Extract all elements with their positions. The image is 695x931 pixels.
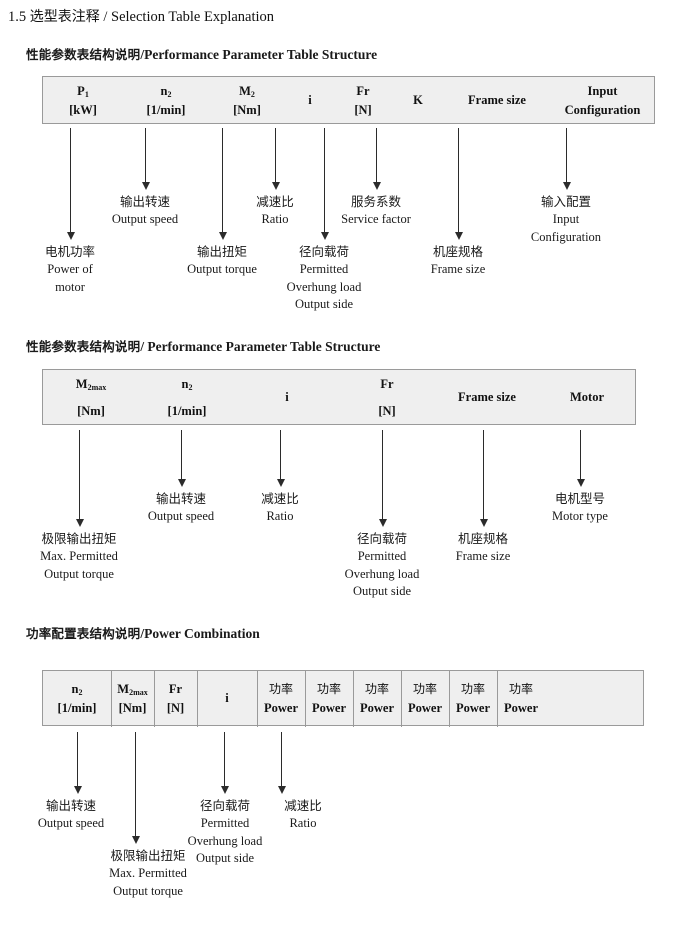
table3-col-power-5: 功率 Power xyxy=(455,682,490,715)
arrow-table2-max-permitted-output-torque xyxy=(75,430,84,527)
subsection-heading-3-sep: / xyxy=(140,626,145,641)
table1-col-frame-size: Frame size xyxy=(468,93,526,108)
table2-col-frame-size: Frame size xyxy=(458,390,516,405)
page-title: 1.5 选型表注释 / Selection Table Explanation xyxy=(8,6,274,26)
table3-col-fr: Fr [N] xyxy=(166,681,185,715)
arrow-table1-power-of-motor xyxy=(66,128,75,240)
table2-col-motor: Motor xyxy=(569,390,604,405)
table1-col-k: K xyxy=(413,93,423,108)
subsection-heading-2-cn: 性能参数表结构说明 xyxy=(26,339,141,354)
subsection-heading-3-cn: 功率配置表结构说明 xyxy=(26,626,141,641)
label-table3-overhung-load: 径向载荷 Permitted Overhung load Output side xyxy=(187,798,263,866)
table3-divider-9 xyxy=(497,671,498,727)
table3-col-power-6: 功率 Power xyxy=(503,682,538,715)
label-table2-motor-type: 电机型号 Motor type xyxy=(552,491,608,523)
table1-col-p1: P1 [kW] xyxy=(69,83,97,117)
subsection-heading-3: 功率配置表结构说明/Power Combination xyxy=(26,623,260,642)
label-table2-frame-size: 机座规格 Frame size xyxy=(455,531,511,563)
subsection-heading-3-en: Power Combination xyxy=(144,626,260,641)
table1-col-input-configuration: Input Configuration xyxy=(564,83,641,117)
power-combination-table: n2 [1/min] M2max [Nm] Fr [N] i 功率 Power … xyxy=(42,670,644,727)
arrow-table2-ratio xyxy=(276,430,285,487)
label-table3-ratio: 减速比 Ratio xyxy=(284,798,322,830)
table2-col-n2: n2 [1/min] xyxy=(167,376,207,418)
table3-divider-2 xyxy=(154,671,155,727)
label-table1-service-factor: 服务系数 Service factor xyxy=(341,194,411,226)
subsection-heading-2-sep: / xyxy=(140,339,145,354)
label-table1-ratio: 减速比 Ratio xyxy=(256,194,294,226)
table1-col-i: i xyxy=(308,93,312,108)
section-title-en: Selection Table Explanation xyxy=(111,9,275,25)
arrow-table3-output-speed xyxy=(73,732,82,794)
arrow-table3-overhung-load xyxy=(220,732,229,794)
table3-col-n2: n2 [1/min] xyxy=(57,681,97,715)
table1-col-n2: n2 [1/min] xyxy=(146,83,186,117)
subsection-heading-1-en: Performance Parameter Table Structure xyxy=(144,47,378,62)
performance-parameter-table-2: M2max [Nm] n2 [1/min] i Fr [N] Frame siz… xyxy=(42,369,636,425)
arrow-table1-overhung-load xyxy=(320,128,329,240)
arrow-table3-ratio xyxy=(277,732,286,794)
subsection-heading-2-en: Performance Parameter Table Structure xyxy=(147,339,381,354)
arrow-table1-input-configuration xyxy=(562,128,571,190)
subsection-heading-1: 性能参数表结构说明/Performance Parameter Table St… xyxy=(26,44,377,63)
table3-divider-5 xyxy=(305,671,306,727)
arrow-table1-service-factor xyxy=(372,128,381,190)
subsection-heading-1-sep: / xyxy=(140,47,145,62)
arrow-table1-output-speed xyxy=(141,128,150,190)
arrow-table1-frame-size xyxy=(454,128,463,240)
label-table3-output-speed: 输出转速 Output speed xyxy=(37,798,105,830)
performance-parameter-table-1: P1 [kW] n2 [1/min] M2 [Nm] i Fr [N] K Fr… xyxy=(42,76,655,124)
arrow-table1-output-torque xyxy=(218,128,227,240)
arrow-table3-max-permitted-output-torque xyxy=(131,732,140,844)
label-table1-input-configuration: 输入配置 Input Configuration xyxy=(530,194,602,244)
table3-col-power-4: 功率 Power xyxy=(407,682,442,715)
label-table1-overhung-load: 径向载荷 Permitted Overhung load Output side xyxy=(286,244,362,312)
table3-divider-4 xyxy=(257,671,258,727)
arrow-table2-overhung-load xyxy=(378,430,387,527)
label-table2-output-speed: 输出转速 Output speed xyxy=(147,491,215,523)
label-table1-frame-size: 机座规格 Frame size xyxy=(430,244,486,276)
section-number: 1.5 xyxy=(8,9,27,25)
table2-col-i: i xyxy=(285,390,289,405)
table3-col-power-1: 功率 Power xyxy=(263,682,298,715)
arrow-table2-frame-size xyxy=(479,430,488,527)
section-title-cn: 选型表注释 xyxy=(29,9,100,25)
label-table1-output-torque: 输出扭矩 Output torque xyxy=(187,244,257,276)
arrow-table2-motor-type xyxy=(576,430,585,487)
table3-col-m2max: M2max [Nm] xyxy=(117,681,148,715)
table3-col-i: i xyxy=(225,691,229,706)
label-table3-max-permitted-output-torque: 极限输出扭矩 Max. Permitted Output torque xyxy=(109,848,187,898)
arrow-table1-ratio xyxy=(271,128,280,190)
table3-divider-3 xyxy=(197,671,198,727)
label-table1-output-speed: 输出转速 Output speed xyxy=(111,194,179,226)
table2-col-m2max: M2max [Nm] xyxy=(75,376,107,418)
label-table2-max-permitted-output-torque: 极限输出扭矩 Max. Permitted Output torque xyxy=(40,531,118,581)
section-title-separator: / xyxy=(103,9,108,25)
subsection-heading-2: 性能参数表结构说明/ Performance Parameter Table S… xyxy=(26,336,380,355)
label-table2-ratio: 减速比 Ratio xyxy=(261,491,299,523)
table3-divider-6 xyxy=(353,671,354,727)
table3-col-power-3: 功率 Power xyxy=(359,682,394,715)
table3-col-power-2: 功率 Power xyxy=(311,682,346,715)
arrow-table2-output-speed xyxy=(177,430,186,487)
table1-col-fr: Fr [N] xyxy=(354,83,372,117)
table3-divider-1 xyxy=(111,671,112,727)
table2-col-fr: Fr [N] xyxy=(378,376,396,418)
table3-divider-7 xyxy=(401,671,402,727)
table3-divider-8 xyxy=(449,671,450,727)
label-table2-overhung-load: 径向载荷 Permitted Overhung load Output side xyxy=(344,531,420,599)
table1-col-m2: M2 [Nm] xyxy=(233,83,261,117)
label-table1-power-of-motor: 电机功率 Power of motor xyxy=(44,244,96,294)
subsection-heading-1-cn: 性能参数表结构说明 xyxy=(26,47,141,62)
